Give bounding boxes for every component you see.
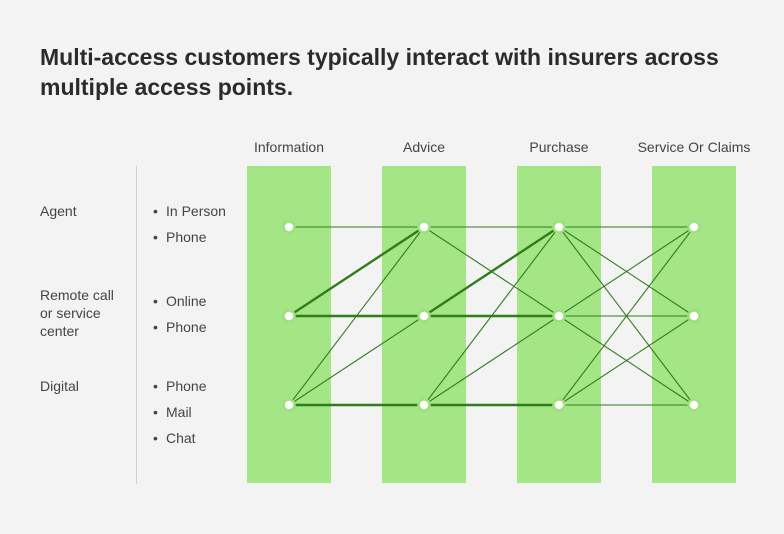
channel-item: • Phone [153,318,206,336]
stage-header-information: Information [253,139,325,155]
connection-line [423,315,560,406]
connection-line [558,226,695,406]
node-information-row-3 [282,398,296,412]
stage-band-advice [382,166,466,483]
channel-label: Mail [166,404,192,420]
stage-band-service-or-claims [652,166,736,483]
channel-item: • In Person [153,202,226,220]
channel-label: In Person [166,203,226,219]
node-service-or-claims-row-1 [687,220,701,234]
channel-item: • Chat [153,429,196,447]
channel-item: • Phone [153,377,206,395]
row-label-remote-call: Remote call or service center [40,287,114,339]
node-service-or-claims-row-3 [687,398,701,412]
row-label-digital: Digital [40,378,79,394]
node-purchase-row-3 [552,398,566,412]
bullet-icon: • [153,404,158,420]
channel-label: Phone [166,319,207,335]
channel-label: Phone [166,378,207,394]
channel-item: • Phone [153,228,206,246]
connection-line [423,226,560,406]
connection-line [288,226,425,406]
connection-line [288,315,425,406]
bullet-icon: • [153,293,158,309]
row-divider [136,166,137,484]
node-information-row-1 [282,220,296,234]
diagram-title: Multi-access customers typically interac… [40,44,719,100]
stage-band-purchase [517,166,601,483]
connection-line [558,226,695,317]
channel-label: Phone [166,229,207,245]
bullet-icon: • [153,319,158,335]
connection-line [287,225,426,318]
connection-line [422,225,561,318]
node-advice-row-1 [417,220,431,234]
channel-label: Online [166,293,207,309]
stage-band-information [247,166,331,483]
channel-item: • Online [153,292,206,310]
bullet-icon: • [153,430,158,446]
stage-header-advice: Advice [402,139,446,155]
stage-header-purchase: Purchase [529,139,589,155]
node-purchase-row-1 [552,220,566,234]
node-service-or-claims-row-2 [687,309,701,323]
bullet-icon: • [153,203,158,219]
channel-item: • Mail [153,403,192,421]
bullet-icon: • [153,229,158,245]
stage-header-service-or-claims: Service Or Claims [637,139,751,155]
node-purchase-row-2 [552,309,566,323]
channel-label: Chat [166,430,196,446]
node-information-row-2 [282,309,296,323]
connection-line [558,315,695,406]
bullet-icon: • [153,378,158,394]
row-label-agent: Agent [40,203,77,219]
node-advice-row-2 [417,309,431,323]
node-advice-row-3 [417,398,431,412]
